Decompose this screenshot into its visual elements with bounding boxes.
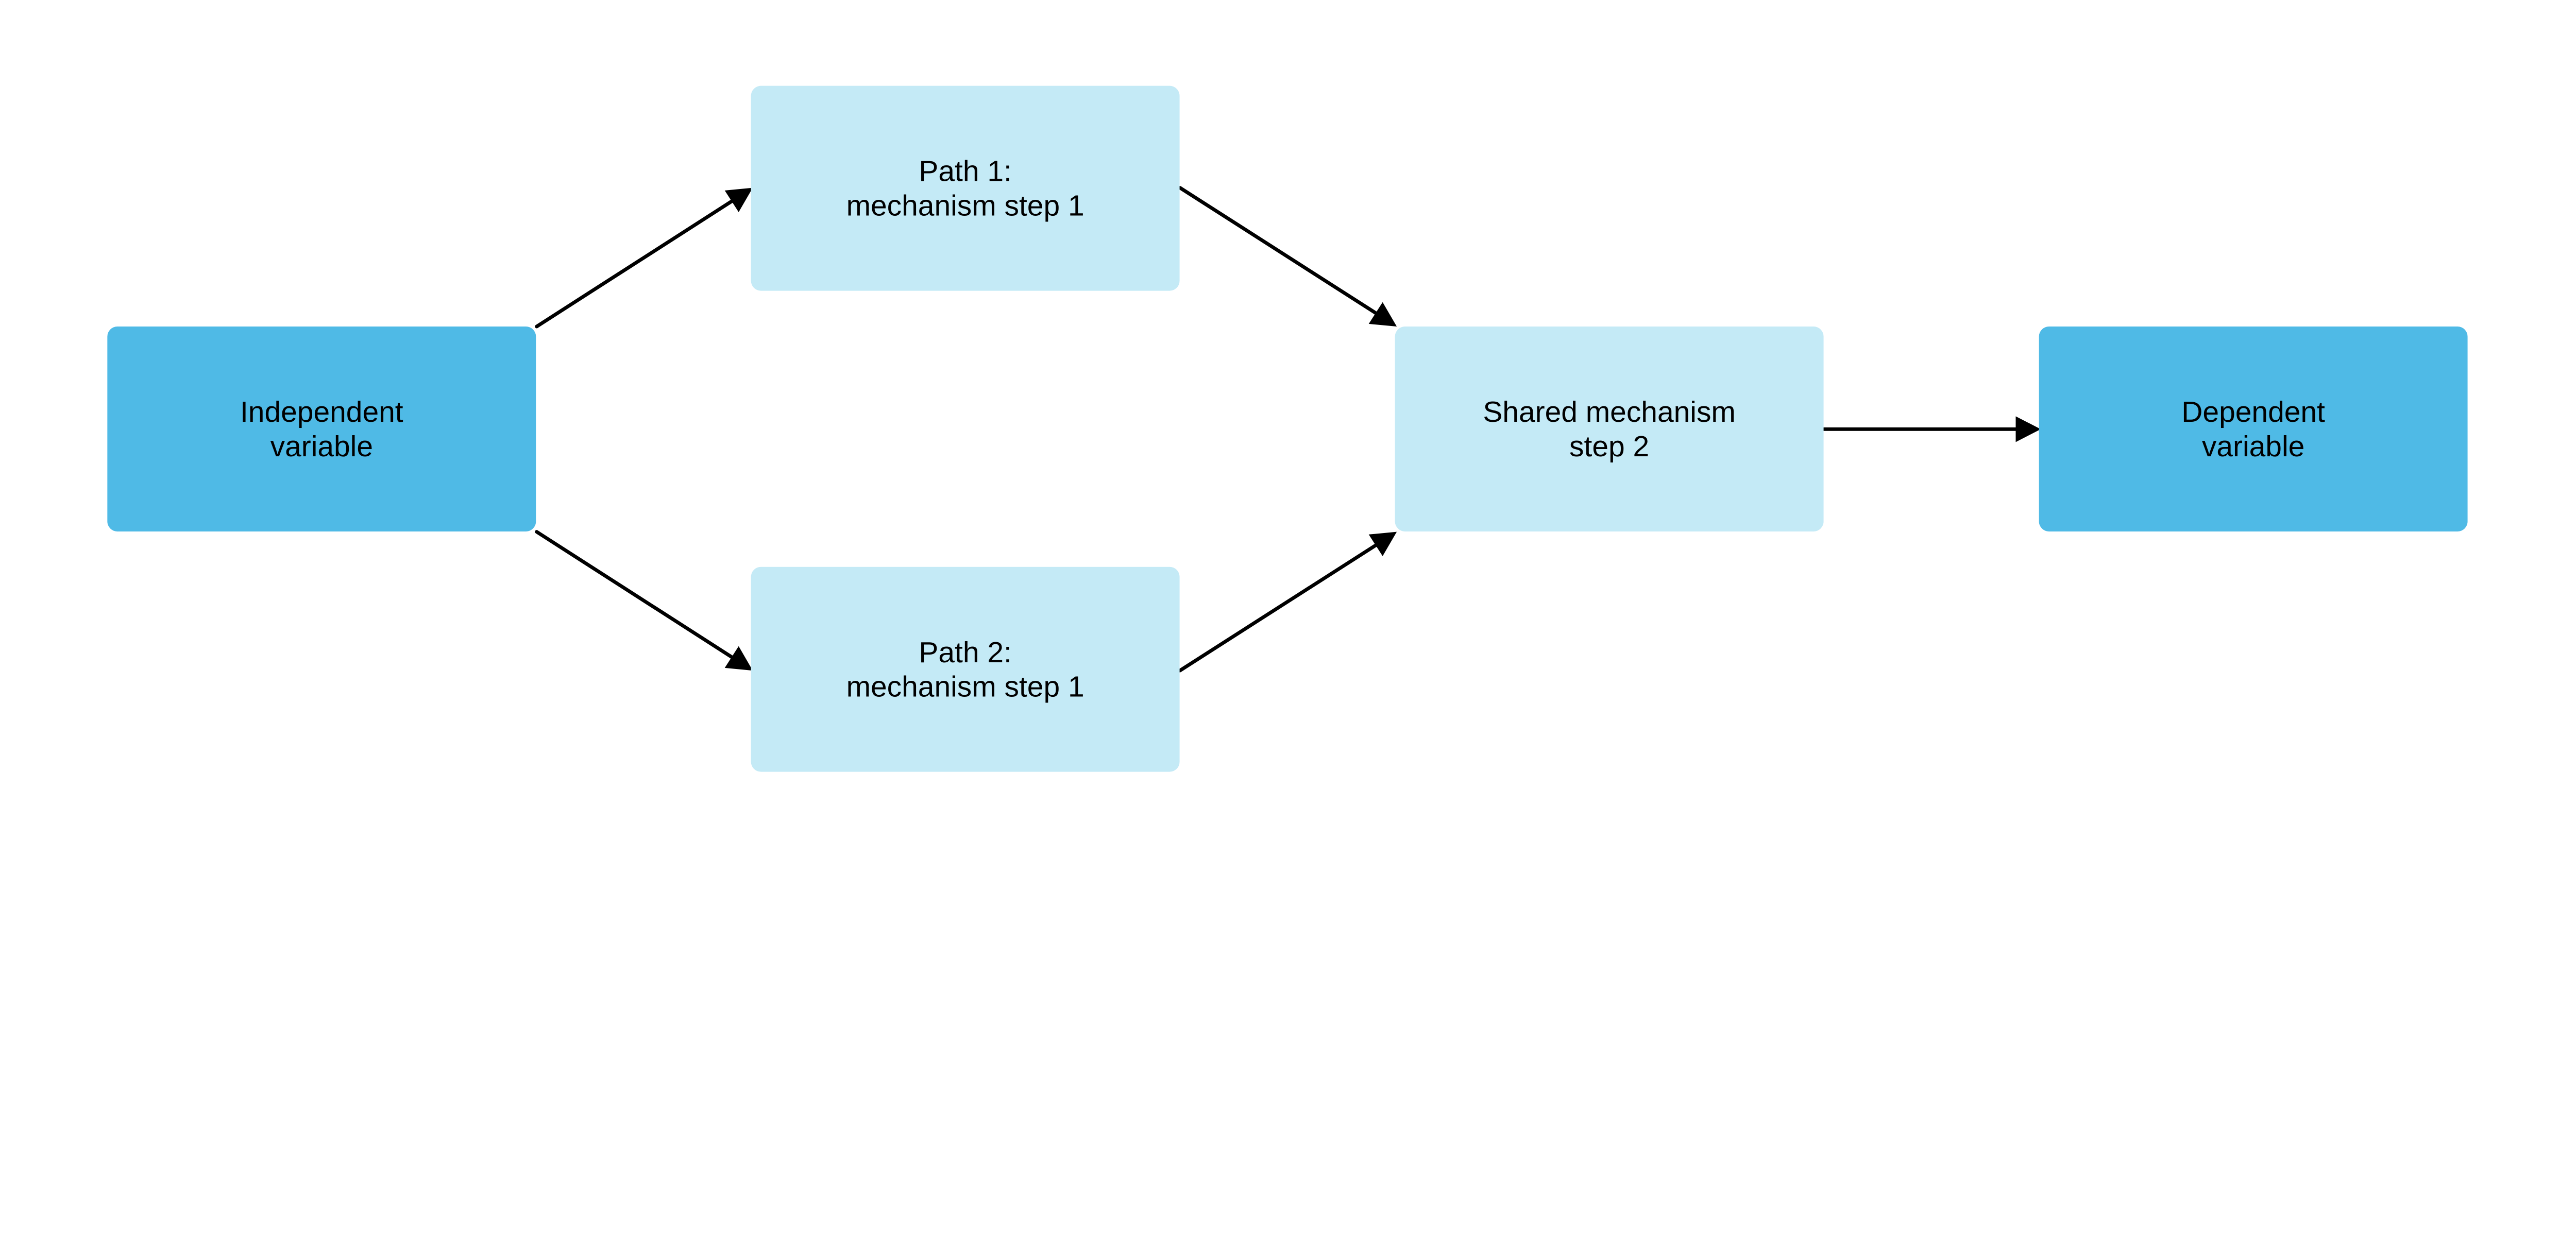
arrow-independent-to-path2 [535, 530, 753, 671]
arrowhead-icon [1368, 531, 1397, 556]
arrow-line [1178, 543, 1378, 673]
node-label: Path 2: [919, 636, 1011, 669]
node-label: Independent [240, 396, 403, 428]
arrow-shared-to-dependent [1822, 416, 2041, 442]
arrow-path1-to-shared [1178, 186, 1397, 327]
arrow-independent-to-path1 [535, 187, 753, 329]
node-path2: Path 2:mechanism step 1 [751, 566, 1180, 772]
node-label: mechanism step 1 [846, 670, 1084, 703]
node-label: step 2 [1569, 430, 1649, 463]
node-label: mechanism step 1 [846, 189, 1084, 222]
node-label: Dependent [2181, 396, 2325, 428]
node-label: variable [2202, 430, 2304, 463]
node-box [751, 85, 1180, 291]
arrow-line [535, 199, 734, 329]
arrowhead-icon [2015, 416, 2041, 442]
arrowhead-icon [1368, 302, 1397, 327]
arrowhead-icon [724, 646, 753, 671]
edges [535, 186, 2041, 673]
arrow-path2-to-shared [1178, 531, 1397, 673]
arrowhead-icon [724, 187, 753, 212]
arrow-line [1178, 186, 1378, 315]
node-label: variable [270, 430, 373, 463]
node-box [107, 327, 536, 531]
node-path1: Path 1:mechanism step 1 [751, 85, 1180, 291]
node-box [2039, 327, 2468, 531]
node-label: Shared mechanism [1483, 396, 1736, 428]
arrow-line [535, 530, 734, 659]
node-box [1395, 327, 1824, 531]
node-label: Path 1: [919, 155, 1011, 188]
node-box [751, 566, 1180, 772]
